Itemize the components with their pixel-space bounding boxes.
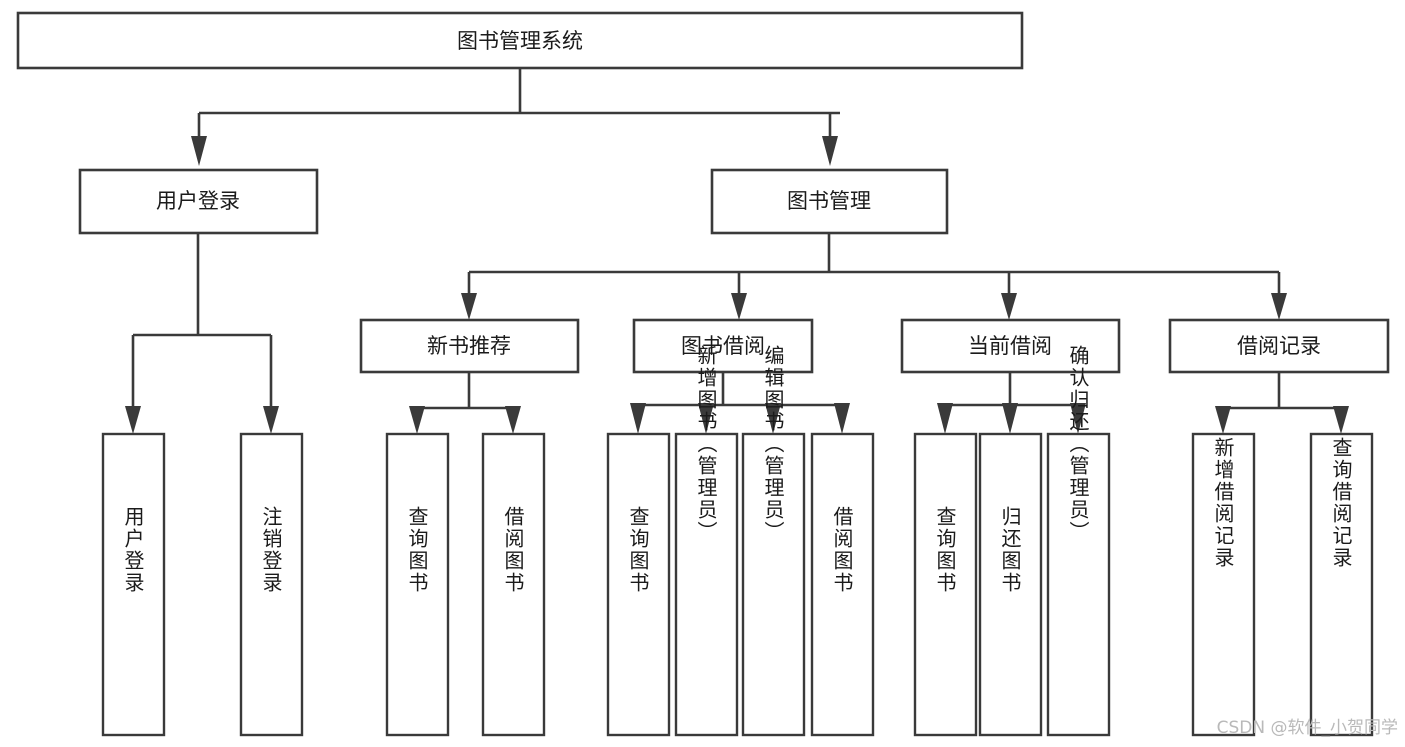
arrow-root-to-user-login-icon	[191, 136, 207, 166]
arrow-borrowrecord-b2-icon	[1333, 406, 1349, 434]
node-book-borrow[interactable]: 图书借阅	[632, 318, 814, 374]
leaf-return-book-box	[978, 432, 1043, 737]
leaf-add-borrow-record-label: 新增借阅记录	[1211, 437, 1235, 569]
node-user-login-label: 用户登录	[156, 189, 240, 213]
node-borrow-record-box	[1168, 318, 1390, 374]
connector-group-book-borrow	[630, 372, 850, 434]
leaf-logout-label: 注销登录	[259, 506, 283, 594]
leaf-query-book-borrow-box	[606, 432, 671, 737]
arrow-bookmgmt-c3-icon	[1001, 293, 1017, 320]
arrow-user-login-b1-icon	[125, 406, 141, 434]
leaf-node-query-book-recommend[interactable]: 查询图书	[385, 432, 450, 737]
arrow-bookmgmt-c4-icon	[1271, 293, 1287, 320]
leaf-confirm-return-admin-label: 确认归还（管理员）	[1066, 345, 1090, 543]
arrow-newbook-b2-icon	[505, 406, 521, 434]
connector-group-user-login	[125, 233, 279, 434]
leaf-borrow-book-action-box	[810, 432, 875, 737]
arrow-newbook-b1-icon	[409, 406, 425, 434]
arrow-bookborrow-b4-icon	[834, 403, 850, 434]
leaf-query-borrow-record-label: 查询借阅记录	[1329, 437, 1353, 569]
leaf-node-confirm-return-admin[interactable]: 确认归还（管理员）	[1046, 345, 1111, 737]
arrow-user-login-b2-icon	[263, 406, 279, 434]
node-user-login[interactable]: 用户登录	[78, 168, 319, 235]
leaf-node-return-book[interactable]: 归还图书	[978, 432, 1043, 737]
leaf-node-query-borrow-record[interactable]: 查询借阅记录	[1309, 432, 1374, 737]
arrow-currentborrow-b2-icon	[1002, 403, 1018, 434]
node-new-book-recommend[interactable]: 新书推荐	[359, 318, 580, 374]
leaf-borrow-book-action-label: 借阅图书	[830, 506, 854, 594]
leaf-node-borrow-book-recommend[interactable]: 借阅图书	[481, 432, 546, 737]
node-book-borrow-label: 图书借阅	[681, 334, 765, 358]
connector-group-new-book-recommend	[409, 372, 521, 434]
connector-group-root	[191, 68, 840, 166]
connector-group-borrow-record	[1215, 372, 1349, 434]
connector-group-book-management	[461, 233, 1287, 320]
leaf-query-book-recommend-label: 查询图书	[405, 506, 429, 594]
leaf-node-user-login-action[interactable]: 用户登录	[101, 432, 166, 737]
arrow-currentborrow-b1-icon	[937, 403, 953, 434]
node-new-book-recommend-box	[359, 318, 580, 374]
arrow-currentborrow-b3-icon	[1070, 403, 1086, 434]
leaf-node-borrow-book-action[interactable]: 借阅图书	[810, 432, 875, 737]
leaf-add-book-admin-label: 新增图书（管理员）	[694, 345, 718, 543]
leaf-query-book-borrow-label: 查询图书	[626, 506, 650, 594]
arrow-bookmgmt-c1-icon	[461, 293, 477, 320]
leaf-query-borrow-record-box	[1309, 432, 1374, 737]
leaf-node-query-book-borrow[interactable]: 查询图书	[606, 432, 671, 737]
node-borrow-record[interactable]: 借阅记录	[1168, 318, 1390, 374]
leaf-query-book-current-box	[913, 432, 978, 737]
node-root[interactable]: 图书管理系统	[16, 11, 1024, 70]
leaf-node-query-book-current[interactable]: 查询图书	[913, 432, 978, 737]
arrow-bookmgmt-c2-icon	[731, 293, 747, 320]
leaf-borrow-book-recommend-label: 借阅图书	[501, 506, 525, 594]
leaf-node-add-borrow-record[interactable]: 新增借阅记录	[1191, 432, 1256, 737]
leaf-user-login-action-label: 用户登录	[121, 506, 145, 594]
node-current-borrow[interactable]: 当前借阅	[900, 318, 1121, 374]
leaf-confirm-return-admin-box	[1046, 432, 1111, 737]
leaf-edit-book-admin-label: 编辑图书（管理员）	[761, 345, 785, 543]
connector-group-current-borrow	[937, 372, 1086, 434]
leaf-add-book-admin-box	[674, 432, 739, 737]
node-book-management-box	[710, 168, 949, 235]
leaf-node-logout[interactable]: 注销登录	[239, 432, 304, 737]
node-book-borrow-box	[632, 318, 814, 374]
node-current-borrow-label: 当前借阅	[968, 334, 1052, 358]
node-book-management[interactable]: 图书管理	[710, 168, 949, 235]
node-borrow-record-label: 借阅记录	[1237, 334, 1321, 358]
node-root-label: 图书管理系统	[457, 29, 583, 53]
leaf-query-book-current-label: 查询图书	[933, 506, 957, 594]
arrow-bookborrow-b3-icon	[765, 403, 781, 434]
arrow-borrowrecord-b1-icon	[1215, 406, 1231, 434]
arrow-bookborrow-b1-icon	[630, 403, 646, 434]
leaf-borrow-book-recommend-box	[481, 432, 546, 737]
leaf-edit-book-admin-box	[741, 432, 806, 737]
leaf-user-login-action-box	[101, 432, 166, 737]
leaf-add-borrow-record-box	[1191, 432, 1256, 737]
leaf-node-add-book-admin[interactable]: 新增图书（管理员）	[674, 345, 739, 737]
csdn-watermark: CSDN @软件_小贺同学	[1217, 718, 1398, 738]
leaf-query-book-recommend-box	[385, 432, 450, 737]
node-book-management-label: 图书管理	[787, 189, 871, 213]
node-root-box	[16, 11, 1024, 70]
leaf-node-edit-book-admin[interactable]: 编辑图书（管理员）	[741, 345, 806, 737]
node-current-borrow-box	[900, 318, 1121, 374]
leaf-logout-box	[239, 432, 304, 737]
leaf-return-book-label: 归还图书	[998, 506, 1022, 594]
arrow-bookborrow-b2-icon	[698, 403, 714, 434]
node-new-book-recommend-label: 新书推荐	[427, 334, 511, 358]
arrow-root-to-book-mgmt-icon	[822, 136, 838, 166]
